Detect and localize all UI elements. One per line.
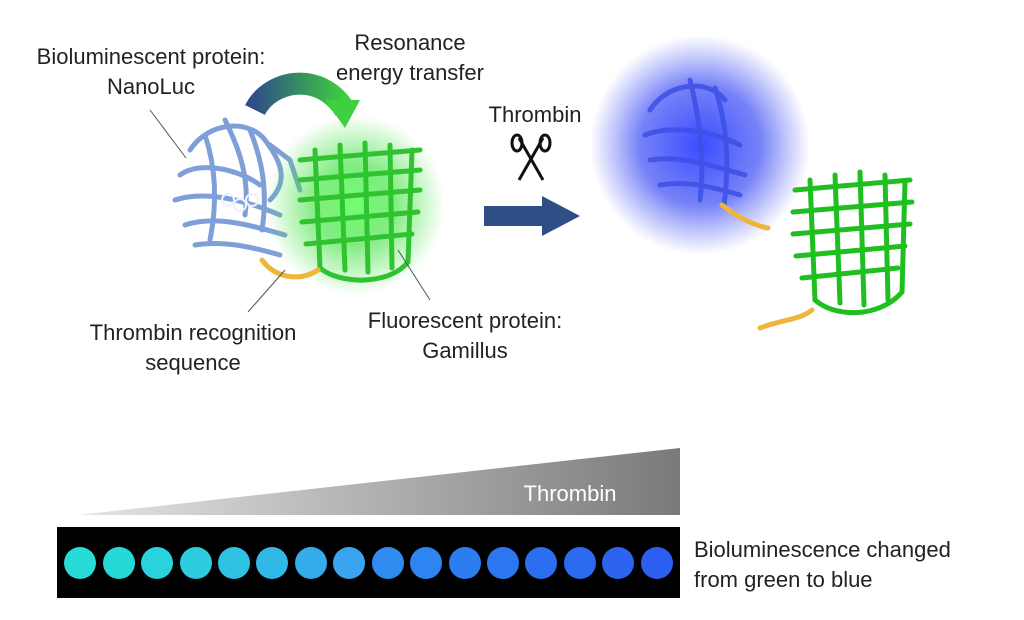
- nanoluc-cleaved-structure: [642, 77, 748, 208]
- well: [102, 546, 135, 579]
- pointer-linker: [247, 269, 286, 313]
- label-gamillus: Gamillus: [422, 338, 508, 363]
- pointer-gamillus: [397, 249, 431, 301]
- pointer-nanoluc: [149, 109, 187, 159]
- well: [640, 546, 673, 579]
- well: [256, 546, 289, 579]
- ret-arrow: [245, 72, 355, 117]
- scissors-icon: [510, 133, 552, 181]
- gamillus-structure: [297, 140, 423, 283]
- linker: [259, 257, 321, 280]
- well: [602, 546, 635, 579]
- gamillus-cleaved-structure: [790, 169, 915, 316]
- well: [64, 546, 97, 579]
- label-nanoluc: NanoLuc: [106, 74, 196, 99]
- label-thrombin-top: Thrombin: [488, 102, 582, 127]
- cleaved-linker-1: [719, 202, 771, 231]
- well: [294, 546, 327, 579]
- well: [141, 546, 174, 579]
- well: [563, 546, 596, 579]
- well: [448, 546, 481, 579]
- cleaved-linker-2: [757, 307, 815, 331]
- label-recognition-line1: Thrombin recognition: [89, 320, 297, 345]
- well: [179, 546, 212, 579]
- label-result-line1: Bioluminescence changed: [694, 537, 951, 562]
- label-result-line2: from green to blue: [694, 567, 873, 592]
- label-ramp-thrombin: Thrombin: [523, 481, 617, 506]
- well: [333, 546, 366, 579]
- well: [371, 546, 404, 579]
- label-fluorescent-protein: Fluorescent protein:: [367, 308, 563, 333]
- label-ret-line1: Resonance: [354, 30, 466, 55]
- nanoluc-structure: [172, 117, 303, 258]
- label-ret-line2: energy transfer: [336, 60, 484, 85]
- well: [487, 546, 520, 579]
- thrombin-ramp: [78, 448, 680, 515]
- well: [217, 546, 250, 579]
- ret-arrow-head: [325, 100, 360, 128]
- wells-strip: [57, 527, 680, 598]
- label-bioluminescent-protein: Bioluminescent protein:: [36, 44, 266, 69]
- well: [525, 546, 558, 579]
- green-glow: [265, 115, 445, 295]
- label-recognition-line2: sequence: [145, 350, 241, 375]
- arrow-right-icon: [484, 196, 580, 236]
- well: [410, 546, 443, 579]
